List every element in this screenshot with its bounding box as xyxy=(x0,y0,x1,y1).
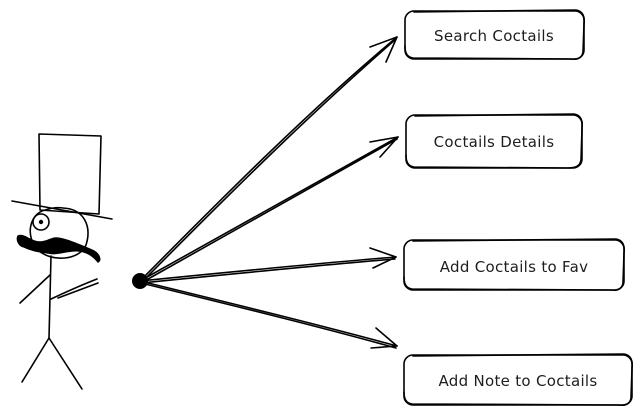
use-case-label: Search Coctails xyxy=(434,27,554,45)
top-hat-brim xyxy=(11,200,113,220)
actor-torso xyxy=(48,255,52,339)
use-case-label: Add Coctails to Fav xyxy=(440,258,589,276)
actor-arm-left xyxy=(19,274,51,304)
arrowhead-icon xyxy=(369,136,399,158)
arrowhead-icon xyxy=(369,36,398,63)
actor-leg-right xyxy=(48,337,83,390)
actor-arm-right-stroke xyxy=(57,282,99,299)
arrowhead-icon xyxy=(369,247,397,269)
use-case-label: Coctails Details xyxy=(434,133,555,151)
monocle-icon xyxy=(32,213,50,231)
use-case-label: Add Note to Coctails xyxy=(438,372,597,390)
use-case-details[interactable]: Coctails Details xyxy=(405,113,584,169)
monocle-pupil xyxy=(38,219,44,225)
use-case-add-fav[interactable]: Add Coctails to Fav xyxy=(403,238,626,292)
actor-arm-right xyxy=(50,278,98,300)
arrowhead-icon xyxy=(370,327,398,349)
use-case-add-note[interactable]: Add Note to Coctails xyxy=(403,353,634,407)
mustache-icon xyxy=(16,234,101,263)
top-hat-crown xyxy=(38,133,102,215)
actor-leg-left xyxy=(21,337,50,383)
actor-gentleman-icon xyxy=(11,133,113,390)
arrow-to-add-note xyxy=(139,280,398,349)
arrow-to-details xyxy=(139,136,399,284)
arrow-to-add-fav xyxy=(139,247,397,284)
arrow-to-search xyxy=(139,36,398,284)
use-case-search[interactable]: Search Coctails xyxy=(404,9,586,61)
